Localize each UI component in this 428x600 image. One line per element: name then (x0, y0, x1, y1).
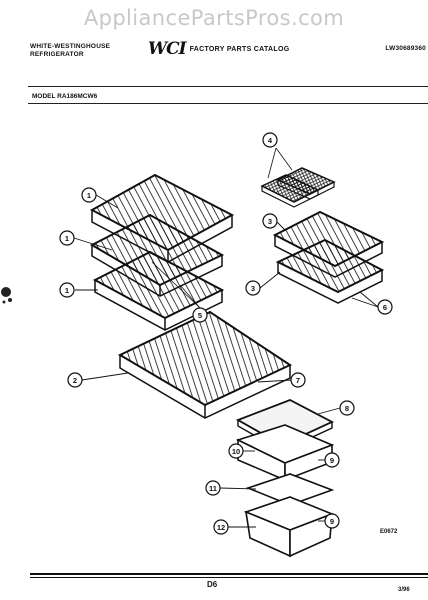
leader-line (267, 147, 277, 179)
leader-line (275, 147, 293, 171)
callout-8: 8 (345, 404, 349, 413)
crisper-pan-upper (235, 424, 335, 482)
print-date: 3/96 (398, 587, 410, 593)
leader-line (151, 261, 201, 309)
model-rule (28, 103, 428, 104)
catalog-heading: WCI FACTORY PARTS CATALOG (148, 39, 289, 59)
callout-3b: 3 (251, 284, 255, 293)
page-number: D6 (207, 580, 218, 589)
shelf-bottom-large (117, 310, 293, 419)
callout-9b: 9 (330, 517, 334, 526)
shelf-lower-left (92, 250, 225, 331)
wci-logo: WCI (148, 39, 187, 59)
callout-3a: 3 (268, 217, 272, 226)
leader-line (179, 284, 201, 309)
callout-11: 11 (209, 484, 217, 493)
callout-9a: 9 (330, 456, 334, 465)
callout-5: 5 (198, 311, 202, 320)
header-rule (28, 86, 428, 87)
scan-speck (1, 287, 12, 304)
product-type: REFRIGERATOR (30, 51, 84, 58)
brand-name: WHITE-WESTINGHOUSE (30, 43, 111, 50)
watermark: AppliancePartsPros.com (83, 6, 345, 30)
shelf-lower-right (275, 238, 385, 304)
document-number: LW30689360 (385, 45, 426, 52)
callout-6: 6 (383, 303, 387, 312)
figure-code: E0672 (380, 529, 398, 535)
catalog-title: FACTORY PARTS CATALOG (189, 45, 290, 53)
callout-12: 12 (217, 523, 225, 532)
pan-divider-cover (245, 473, 335, 506)
ice-tray-lower (260, 174, 320, 208)
callout-1b: 1 (65, 234, 69, 243)
callout-4: 4 (268, 136, 273, 145)
callout-1a: 1 (87, 191, 91, 200)
model-number: MODEL RA186MCW6 (32, 93, 98, 100)
callout-7: 7 (296, 376, 300, 385)
crisper-pan-lower (243, 496, 335, 558)
callout-10: 10 (232, 447, 240, 456)
callout-leaders (73, 194, 379, 528)
footer-rule (30, 573, 428, 575)
callout-2: 2 (73, 376, 77, 385)
footer-rule-thin (30, 577, 428, 578)
callout-1c: 1 (65, 286, 69, 295)
brand-block: WHITE-WESTINGHOUSE REFRIGERATOR (30, 43, 110, 59)
